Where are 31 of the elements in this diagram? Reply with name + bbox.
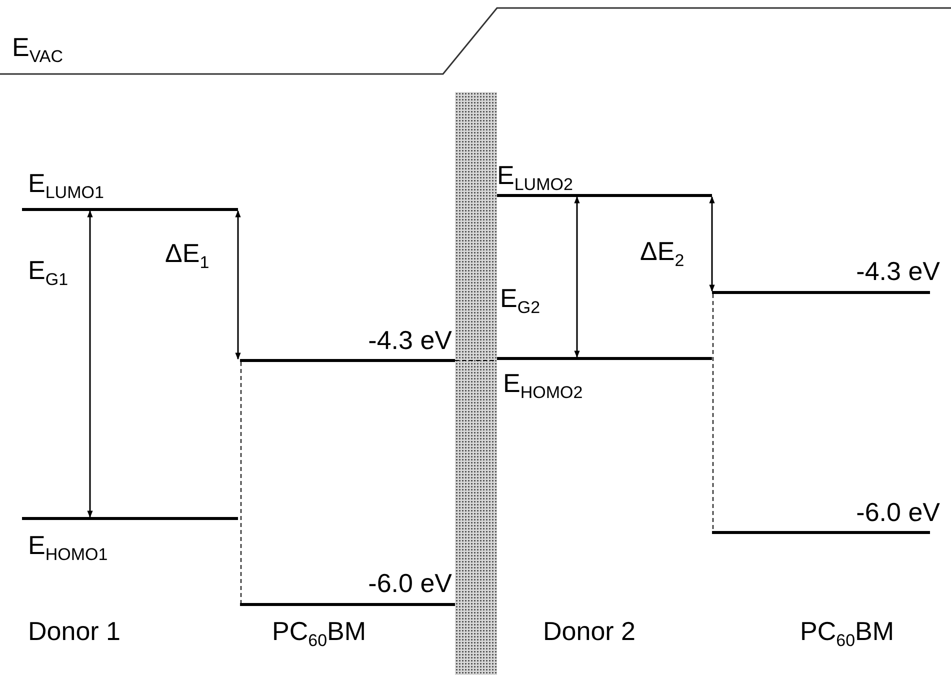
dashed-connector [240,362,242,604]
column-label: PC$_{60}$BM [272,616,366,646]
double-arrow [574,196,580,358]
energy-level-label: -4.3 eV [368,325,452,355]
energy-level-line [712,291,930,294]
energy-level-label: -6.0 eV [368,568,452,598]
energy-level-label: E$_{HOMO2}$ [503,368,583,398]
energy-level-line [22,517,238,520]
double-arrow [235,210,241,360]
energy-level-label: -4.3 eV [856,256,940,286]
energy-level-line [712,531,930,534]
energy-level-label: E$_{HOMO1}$ [28,530,108,560]
double-arrow [87,210,93,518]
column-label: Donor 1 [28,616,120,646]
energy-level-label: E$_{LUMO1}$ [28,168,104,198]
edge-label: E$_{G1}$ [28,255,68,285]
energy-level-line [497,357,712,360]
column-label: Donor 2 [543,616,636,646]
double-arrow [709,196,715,292]
energy-level-line [240,603,455,606]
energy-level-line [497,194,712,197]
energy-level-label: -6.0 eV [856,497,940,527]
energy-level-line [22,208,238,211]
energy-level-label: E$_{LUMO2}$ [497,160,573,190]
edge-label: ΔE$_{1}$ [165,238,210,268]
vacuum-level-label: E$_{VAC}$ [12,32,64,62]
column-label: PC$_{60}$BM [800,616,894,646]
edge-label: ΔE$_{2}$ [640,236,684,266]
energy-level-line [240,359,455,362]
dashed-connector [712,294,714,532]
edge-label: E$_{G2}$ [500,283,540,313]
